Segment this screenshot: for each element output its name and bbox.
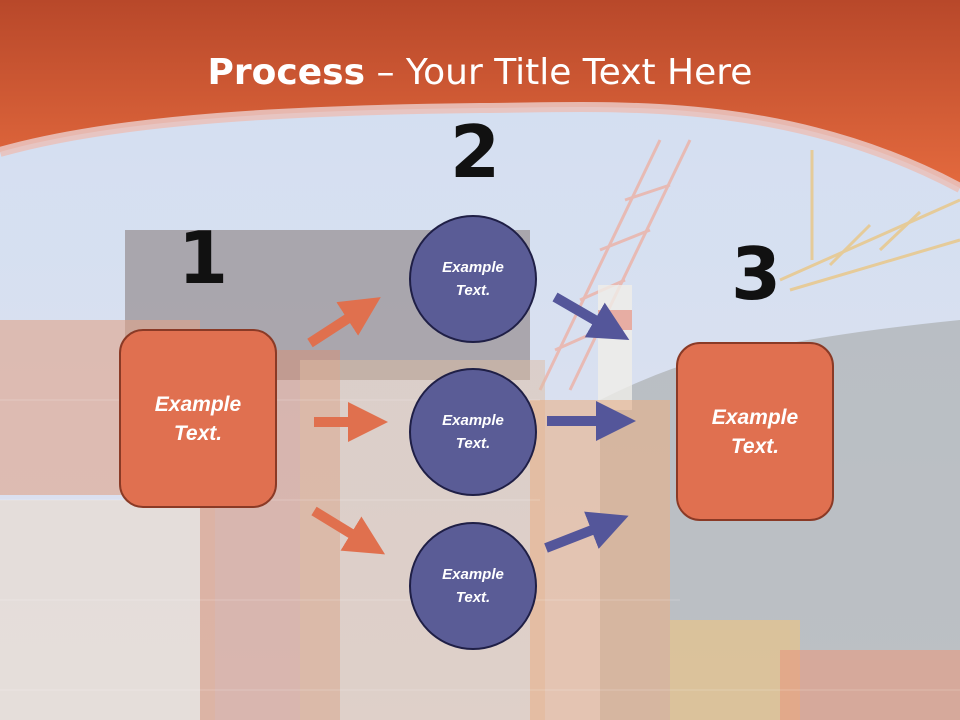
left-box-line-1: Example bbox=[154, 392, 242, 416]
process-circle-3: Example Text. bbox=[409, 522, 537, 650]
title-bold: Process bbox=[207, 52, 366, 93]
circle-2-line-1: Example bbox=[442, 412, 504, 429]
arrow-to-circle-3 bbox=[311, 506, 386, 555]
circle-3-line-1: Example bbox=[442, 566, 504, 583]
process-circle-2: Example Text. bbox=[409, 368, 537, 496]
step-number-3: 3 bbox=[731, 232, 782, 316]
right-process-box: Example Text. bbox=[676, 342, 834, 521]
right-box-line-1: Example bbox=[711, 405, 799, 429]
arrow-from-circle-3 bbox=[544, 511, 629, 553]
arrow-from-circle-1 bbox=[552, 292, 630, 341]
step-number-2: 2 bbox=[450, 110, 501, 194]
circle-1-line-1: Example bbox=[442, 259, 504, 276]
title-rest: – Your Title Text Here bbox=[365, 52, 753, 93]
circle-1-line-2: Text. bbox=[455, 282, 491, 299]
left-process-box: Example Text. bbox=[119, 329, 277, 508]
right-box-line-2: Text. bbox=[730, 434, 780, 458]
circle-3-line-2: Text. bbox=[455, 589, 491, 606]
circle-2-line-2: Text. bbox=[455, 435, 491, 452]
step-number-1: 1 bbox=[178, 216, 229, 300]
process-circle-1: Example Text. bbox=[409, 215, 537, 343]
slide-title: Process – Your Title Text Here bbox=[0, 52, 960, 93]
arrow-to-circle-1 bbox=[307, 297, 381, 348]
left-box-line-2: Text. bbox=[173, 421, 223, 445]
